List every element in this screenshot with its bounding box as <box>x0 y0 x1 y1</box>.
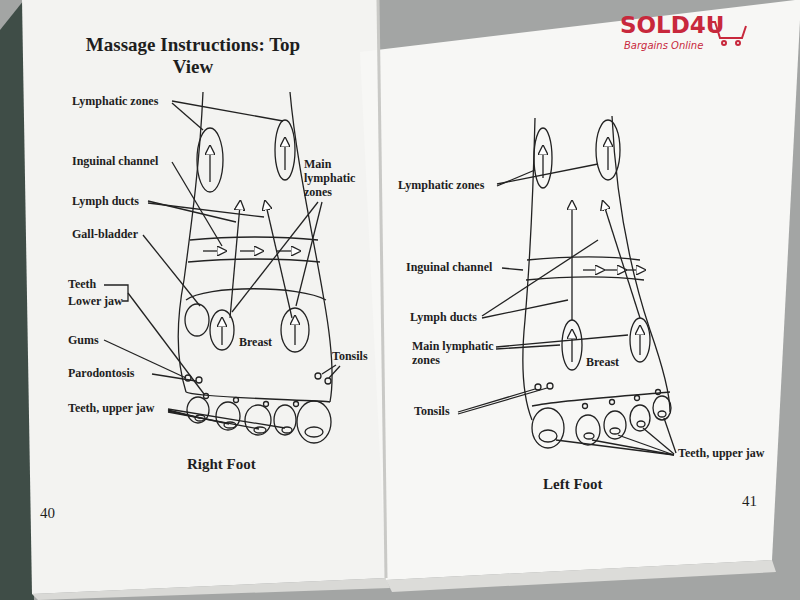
page-number: 40 <box>40 505 55 522</box>
part-label: Gall-bladder <box>72 228 138 242</box>
part-label: Lymph ducts <box>72 195 139 209</box>
part-label: Lymphatic zones <box>72 95 158 109</box>
part-label: Main lymphatic zones <box>304 158 368 199</box>
part-label: Inguinal channel <box>72 155 158 169</box>
page-number: 41 <box>742 493 757 510</box>
part-label: Teeth, upper jaw <box>68 402 154 416</box>
part-label: Breast <box>585 356 620 370</box>
part-label: Gums <box>68 334 99 348</box>
page-title: Massage Instructions: Top View <box>78 34 308 78</box>
part-label: Main lymphatic zones <box>412 340 498 368</box>
part-label: Lower jaw <box>68 295 123 309</box>
figure-caption: Left Foot <box>543 476 603 493</box>
part-label: Parodontosis <box>68 367 134 381</box>
part-label: Lymphatic zones <box>398 179 484 193</box>
figure-caption: Right Foot <box>187 456 256 473</box>
watermark: Bargains Online <box>624 40 703 52</box>
part-label: Lymph ducts <box>410 311 477 325</box>
part-label: Teeth, upper jaw <box>678 447 764 461</box>
part-label: Breast <box>238 336 273 350</box>
part-label: Tonsils <box>414 405 450 419</box>
part-label: Inguinal channel <box>406 261 492 275</box>
part-label: Teeth <box>68 278 96 292</box>
watermark: SOLD4U <box>620 12 725 38</box>
part-label: Tonsils <box>332 350 368 364</box>
